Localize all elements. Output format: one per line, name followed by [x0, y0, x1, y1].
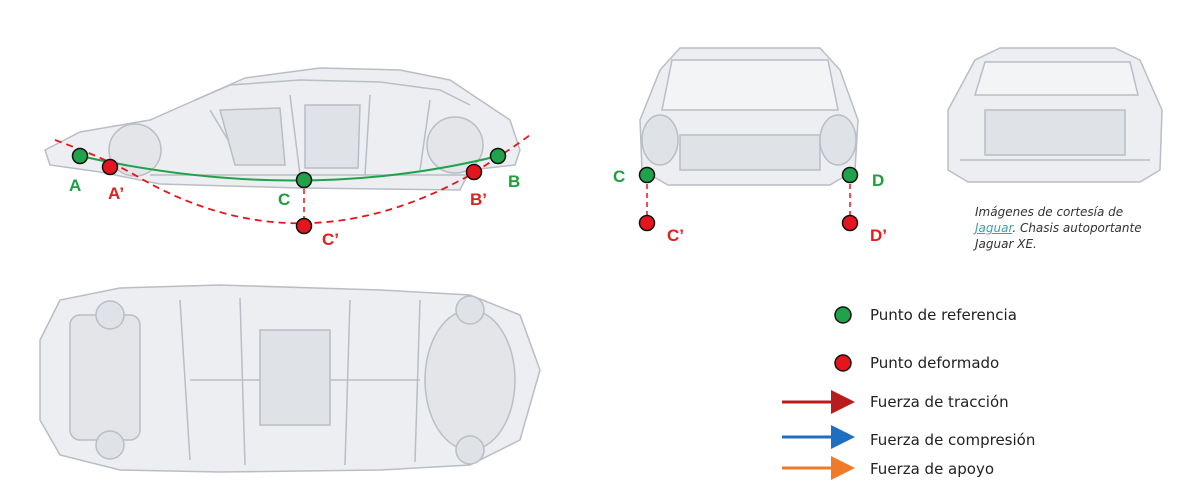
legend-reference-marker [834, 306, 852, 324]
label-d: D [872, 171, 885, 190]
point-b [489, 147, 507, 165]
label-c-prime: C’ [322, 230, 339, 249]
label-c-front-prime: C’ [667, 226, 684, 245]
top-view-chassis [39, 284, 541, 473]
legend [782, 306, 855, 480]
point-a [71, 147, 89, 165]
label-a: A [69, 176, 82, 195]
point-c-front-prime [638, 214, 656, 232]
legend-reference-label: Punto de referencia [870, 306, 1017, 324]
credit-prefix: Imágenes de cortesía de [975, 205, 1124, 219]
reference-curve [79, 155, 499, 182]
label-b-prime: B’ [470, 190, 487, 209]
label-c-front: C [613, 167, 626, 186]
rear-view-chassis [947, 47, 1163, 183]
legend-compression-label: Fuerza de compresión [870, 431, 1036, 449]
side-view-chassis [44, 67, 521, 191]
legend-traction-label: Fuerza de tracción [870, 393, 1009, 411]
label-b: B [508, 172, 521, 191]
point-c [295, 171, 313, 189]
image-credit: Imágenes de cortesía de Jaguar. Chasis a… [975, 204, 1160, 252]
label-c: C [278, 190, 291, 209]
point-a-prime [101, 158, 119, 176]
point-c-front [638, 166, 656, 184]
jaguar-link[interactable]: Jaguar [975, 221, 1013, 235]
label-a-prime: A’ [108, 184, 125, 203]
legend-support-label: Fuerza de apoyo [870, 460, 995, 478]
credit-suffix: . Chasis autoportante Jaguar XE. [975, 221, 1142, 251]
point-d-prime [841, 214, 859, 232]
front-view-chassis [639, 47, 859, 186]
legend-deformed-marker [834, 354, 852, 372]
point-c-prime [295, 217, 313, 235]
label-d-prime: D’ [870, 226, 887, 245]
legend-deformed-label: Punto deformado [870, 354, 1000, 372]
point-b-prime [465, 163, 483, 181]
point-d [841, 166, 859, 184]
